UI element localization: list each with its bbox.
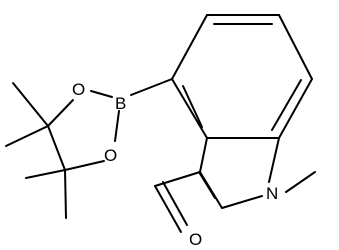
bond-c7-c7a-inner	[271, 79, 302, 131]
atom-oxygen-lower-label: O	[104, 146, 117, 165]
bond-c4-c5	[171, 14, 208, 80]
bond-c3a-c4-inner	[182, 85, 203, 128]
bond-c-c-ring	[47, 125, 66, 171]
bond-c4-b	[130, 78, 173, 96]
bond-n1-methyl	[285, 171, 316, 193]
bond-c3-cho	[154, 171, 201, 187]
bond-c-o-double-2	[162, 181, 188, 226]
bond-c7a-n1	[268, 137, 280, 183]
bond-o-upper-c	[47, 99, 74, 127]
atom-nitrogen-label: N	[266, 184, 278, 203]
bond-methyl-4	[64, 169, 67, 219]
atom-boron-label: B	[115, 94, 126, 113]
bond-c3-c3a	[199, 137, 208, 173]
benzene-ring	[171, 14, 313, 139]
bond-c6-c7	[278, 14, 313, 80]
bond-b-o-upper	[90, 90, 113, 98]
bond-c3a-c4	[171, 78, 208, 139]
pyrrole-ring	[198, 137, 280, 209]
atom-oxygen-upper-label: O	[72, 80, 85, 99]
aldehyde-group	[154, 171, 201, 233]
bond-o-lower-c	[64, 160, 105, 171]
bond-c-o-double-1	[154, 185, 182, 233]
bond-methyl-3	[25, 169, 66, 179]
bond-n1-c2	[221, 195, 263, 209]
bond-methyl-2	[5, 125, 49, 147]
bond-c2-c3-inner	[198, 171, 216, 199]
pinacol-boronate	[5, 78, 173, 219]
atom-aldehyde-oxygen-label: O	[189, 230, 202, 249]
bond-c7-c7a	[278, 78, 313, 139]
bond-methyl-1	[12, 82, 49, 127]
bond-b-o-lower	[114, 110, 120, 142]
